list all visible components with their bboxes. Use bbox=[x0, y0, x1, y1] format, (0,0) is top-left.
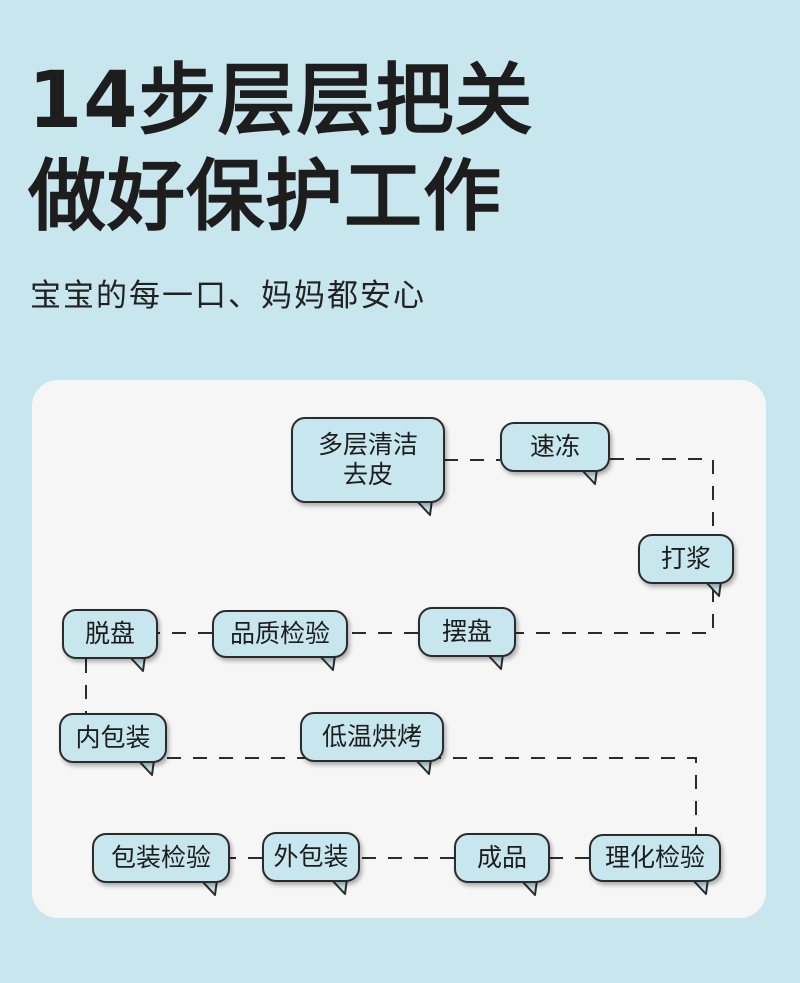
page-title-line2: 做好保护工作 bbox=[28, 152, 503, 242]
flow-step-label: 多层清洁去皮 bbox=[291, 417, 445, 503]
flow-step-label: 打浆 bbox=[638, 534, 734, 584]
flow-step-label: 包装检验 bbox=[92, 833, 230, 883]
page-subtitle: 宝宝的每一口、妈妈都安心 bbox=[30, 278, 426, 314]
flow-step-label: 成品 bbox=[454, 833, 550, 883]
flow-step-label: 内包装 bbox=[59, 713, 167, 763]
flow-step-label: 品质检验 bbox=[212, 610, 348, 658]
flow-panel: 多层清洁去皮 速冻 打浆 摆盘 品质检验 脱盘 内包装 低温烘烤 理化检验 成品… bbox=[32, 380, 766, 918]
bubble-tail bbox=[691, 878, 709, 895]
flow-connector bbox=[516, 588, 714, 634]
bubble-tail bbox=[128, 655, 146, 672]
flow-step-label: 理化检验 bbox=[589, 834, 721, 882]
bubble-tail bbox=[520, 879, 538, 896]
flow-step-label: 外包装 bbox=[262, 832, 360, 882]
bubble-tail bbox=[580, 468, 598, 485]
bubble-tail bbox=[415, 499, 433, 516]
flow-step-label: 速冻 bbox=[500, 422, 610, 472]
bubble-tail bbox=[704, 580, 722, 597]
bubble-tail bbox=[330, 878, 348, 895]
bubble-tail bbox=[486, 653, 504, 670]
bubble-tail bbox=[318, 654, 336, 671]
page-title-line1: 14步层层把关 bbox=[28, 56, 534, 146]
flow-step-label: 脱盘 bbox=[62, 609, 158, 659]
flow-step-label: 低温烘烤 bbox=[300, 712, 444, 762]
bubble-tail bbox=[137, 759, 155, 776]
bubble-tail bbox=[200, 879, 218, 896]
flow-step-label: 摆盘 bbox=[418, 607, 516, 657]
bubble-tail bbox=[414, 758, 432, 775]
